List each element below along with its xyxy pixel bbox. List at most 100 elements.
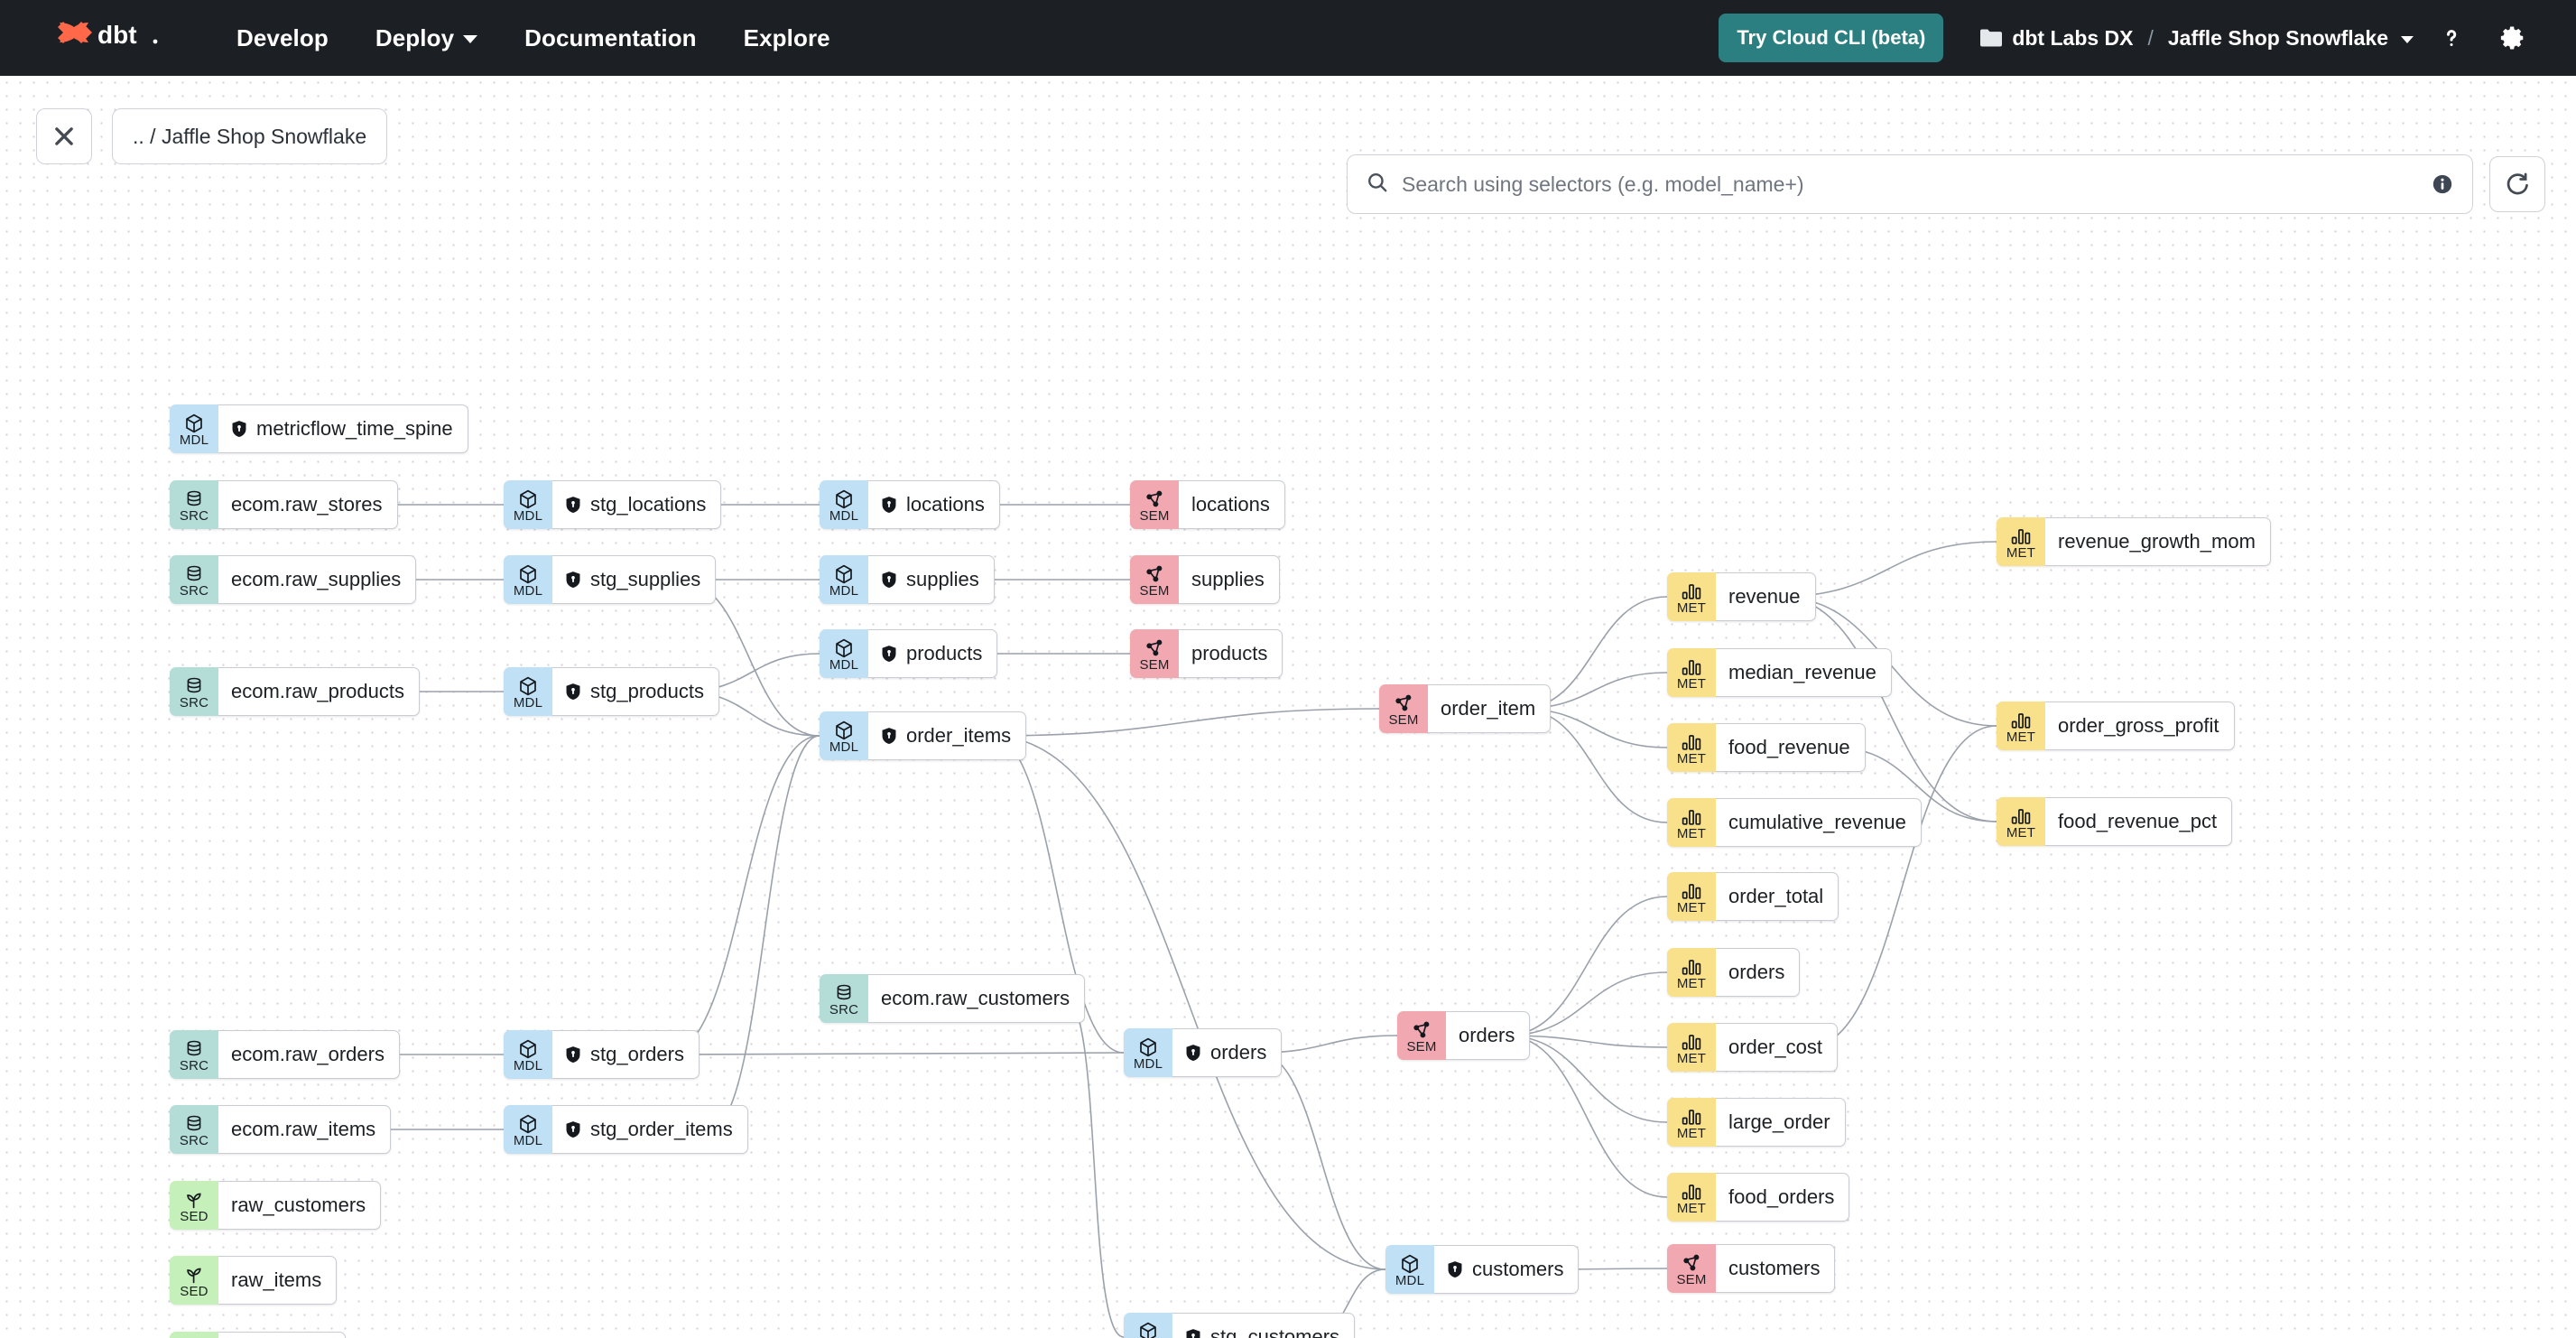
node-type-badge-mdl: MDL	[504, 1105, 552, 1154]
node-type-label: SED	[180, 1208, 208, 1224]
cube-icon	[517, 564, 539, 584]
nav-link-develop[interactable]: Develop	[213, 15, 352, 61]
node-type-label: SEM	[1139, 507, 1170, 524]
node-label: food_revenue_pct	[2058, 810, 2218, 832]
node-body: raw_items	[218, 1256, 338, 1305]
node-type-label: MDL	[1133, 1055, 1163, 1072]
public-access-shield-icon	[565, 683, 581, 701]
search-bar[interactable]	[1347, 154, 2473, 214]
node-label: orders	[1210, 1041, 1267, 1064]
graph-node-raw_customers[interactable]: SED raw_customers	[170, 1181, 382, 1230]
node-type-badge-src: SRC	[170, 480, 218, 529]
help-button[interactable]	[2428, 14, 2475, 61]
node-label: raw_items	[231, 1268, 322, 1291]
settings-button[interactable]	[2489, 14, 2536, 61]
node-body: order_total	[1716, 872, 1839, 921]
breadcrumb-project[interactable]: Jaffle Shop Snowflake	[2168, 26, 2414, 51]
node-type-label: MDL	[829, 582, 859, 599]
refresh-button[interactable]	[2489, 156, 2545, 212]
node-type-label: MET	[1676, 750, 1707, 767]
graph-node-ecom.raw_stores[interactable]: SRC ecom.raw_stores	[170, 480, 398, 529]
node-label: order_cost	[1728, 1036, 1822, 1058]
node-label: order_item	[1441, 697, 1536, 720]
node-label: ecom.raw_stores	[231, 493, 383, 516]
node-body: raw_customers	[218, 1181, 382, 1230]
nav-link-documentation-label: Documentation	[524, 23, 697, 51]
cube-icon	[183, 413, 205, 433]
nav-link-deploy[interactable]: Deploy	[352, 15, 501, 61]
node-type-badge-mdl: MDL	[1124, 1028, 1172, 1077]
database-icon	[184, 489, 204, 509]
node-type-label: MDL	[829, 656, 859, 673]
node-type-badge-mdl: MDL	[504, 555, 552, 604]
graph-edge	[1807, 725, 1997, 1048]
node-type-badge-src: SRC	[170, 555, 218, 604]
search-input[interactable]	[1402, 172, 2418, 197]
folder-icon	[1979, 28, 2003, 48]
node-body: stg_customers	[1172, 1313, 1356, 1338]
public-access-shield-icon	[565, 496, 581, 514]
node-body: order_gross_profit	[2045, 702, 2235, 750]
node-label: ecom.raw_orders	[231, 1043, 385, 1065]
graph-node-orders_mdl[interactable]: MDL orders	[1124, 1028, 1283, 1077]
dbt-logo-icon[interactable]: dbt	[54, 16, 161, 60]
breadcrumb-account[interactable]: dbt Labs DX	[1979, 26, 2134, 51]
seedling-icon	[183, 1190, 205, 1210]
graph-toolbar: .. / Jaffle Shop Snowflake	[0, 76, 2576, 214]
node-type-label: MET	[1676, 675, 1707, 692]
breadcrumb-path-button[interactable]: .. / Jaffle Shop Snowflake	[112, 108, 388, 164]
nav-link-explore[interactable]: Explore	[720, 15, 854, 61]
node-type-badge-sem: SEM	[1130, 555, 1179, 604]
node-type-badge-mdl: MDL	[504, 667, 552, 716]
node-body: food_orders	[1716, 1173, 1850, 1222]
node-type-badge-mdl: MDL	[1385, 1245, 1434, 1294]
close-button[interactable]	[36, 108, 92, 164]
node-type-label: MET	[1676, 1125, 1707, 1141]
cube-icon	[833, 720, 855, 740]
info-icon[interactable]	[2431, 172, 2454, 196]
node-type-badge-mdl: MDL	[1124, 1313, 1172, 1338]
try-cloud-cli-button[interactable]: Try Cloud CLI (beta)	[1719, 14, 1944, 62]
nav-link-documentation[interactable]: Documentation	[501, 15, 720, 61]
node-type-label: SEM	[1139, 582, 1170, 599]
node-label: food_orders	[1728, 1185, 1835, 1208]
